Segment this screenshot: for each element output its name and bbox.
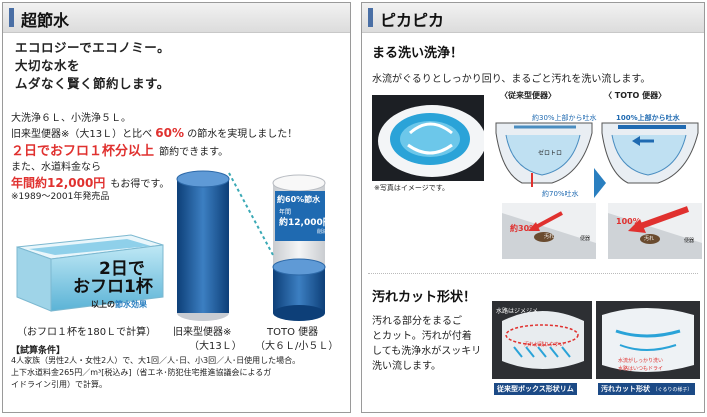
cost-highlight: 年間約12,000円 xyxy=(11,176,106,190)
bath-saving-line: ２日でおフロ１杯分以上 節約できます。 xyxy=(11,140,228,159)
cut-desc-line-1: 汚れる部分をまるご xyxy=(372,316,462,327)
bath-saving-text: 節約できます。 xyxy=(159,147,229,158)
toto-rim-note-1: 水流がしっかり洗い xyxy=(618,358,664,364)
bath-effect-pre: 以上の xyxy=(91,300,115,309)
old-flow-percent: 約30% xyxy=(510,224,538,233)
cut-desc-line-2: とカット。汚れが付着 xyxy=(372,331,472,342)
old-toilet-label: 旧来型便器※ xyxy=(173,327,232,338)
old-rim-photo xyxy=(492,301,592,379)
toto-top-flow: 100%上部から吐水 xyxy=(616,114,680,122)
toto-rim-caption-main: 汚れカット形状 xyxy=(601,385,650,393)
cylinder-comparison-graphic xyxy=(171,163,350,323)
cleanliness-panel: ピカピカ まる洗い洗浄！ 水流がぐるりとしっかり回り、まるごと汚れを洗い流します… xyxy=(361,2,705,413)
panel-title: ピカピカ xyxy=(380,11,445,30)
bath-headline-2: おフロ1杯 xyxy=(73,277,153,297)
conditions-line-2: 上下水道料金265円／m³[税込み]（省エネ･防犯住宅推進協議会によるガ xyxy=(11,368,272,377)
panel-title: 超節水 xyxy=(21,11,70,30)
toto-flow-percent: 100% xyxy=(616,217,641,226)
old-rim-note-1: 水路はジメジメ xyxy=(496,308,539,315)
cost-line: 年間約12,000円 もお得です。 xyxy=(11,172,169,191)
comparison-text: 旧来型便器※（大13Ｌ）と比べ xyxy=(11,129,153,140)
toto-toilet-label: TOTO 便器 xyxy=(267,327,319,338)
lead-line-1: エコロジーでエコノミー。 xyxy=(15,40,171,55)
section-divider xyxy=(368,273,698,274)
old-toilet-heading: 〈従来型便器〉 xyxy=(500,91,556,100)
cut-desc-line-3: しても洗浄水がスッキリ xyxy=(372,346,482,357)
old-dirt-label: 汚れ xyxy=(544,234,555,240)
bowl-photo xyxy=(372,95,484,181)
header-marker xyxy=(9,8,14,27)
cut-desc-line-4: 洗い流します。 xyxy=(372,361,441,372)
toto-dirt-label: 汚れ xyxy=(644,236,655,242)
old-top-flow: 約30%上部から吐水 xyxy=(532,114,597,122)
conditions-line-3: イドライン引用）で計算。 xyxy=(11,380,107,389)
section-desc-wash: 水流がぐるりとしっかり回り、まるごと汚れを洗い流します。 xyxy=(372,74,651,85)
spec-line: 大洗浄６Ｌ、小洗浄５Ｌ。 xyxy=(11,113,131,124)
water-saving-panel: 超節水 エコロジーでエコノミー。 大切な水を ムダなく賢く節約します。 大洗浄６… xyxy=(2,2,351,413)
badge-label: 年間 xyxy=(279,209,292,216)
toto-flow-strip xyxy=(608,203,702,259)
conditions-title: 【試算条件】 xyxy=(11,346,66,356)
conditions-line-1: 4人家族（男性2人・女性2人）で、大1回／人･日、小3回／人･日使用した場合。 xyxy=(11,356,301,365)
old-flow-strip xyxy=(502,203,596,259)
old-toilet-volume: （大13Ｌ） xyxy=(189,341,242,352)
saving-percent: 60% xyxy=(155,126,185,140)
section-title-cut: 汚れカット形状！ xyxy=(372,290,477,305)
toto-rim-caption-sub: （ぐるりの様子） xyxy=(652,387,693,393)
old-rim-caption: 従来型ボックス形状リム xyxy=(494,383,577,395)
toto-bowl-label: 便器 xyxy=(684,238,695,244)
photo-note: ※写真はイメージです。 xyxy=(374,184,450,192)
toto-rim-photo xyxy=(596,301,700,379)
toto-rim-caption: 汚れカット形状 （ぐるりの様子） xyxy=(598,383,696,395)
bath-effect-blue: 節水効果 xyxy=(115,300,147,309)
comparison-line: 旧来型便器※（大13Ｌ）と比べ 60% の節水を実現しました！ xyxy=(11,125,297,140)
comparison-arrow xyxy=(594,168,606,198)
bath-headline-1: 2日で xyxy=(99,259,145,279)
panel-header: 超節水 xyxy=(3,3,350,33)
cost-intro: また、水道料金なら xyxy=(11,162,101,173)
toto-toilet-heading: 〈 TOTO 便器〉 xyxy=(604,91,667,100)
toto-toilet-diagram xyxy=(598,103,702,199)
old-bottom-flow: 約70%吐水 xyxy=(542,190,579,198)
badge-unit: 削減 xyxy=(317,229,328,235)
old-zero-label: ゼロトロ xyxy=(538,150,563,157)
toto-rim-note-2: 水路はいつもドライ xyxy=(618,366,664,372)
old-toilet-diagram xyxy=(492,103,596,199)
comparison-text-end: の節水を実現しました！ xyxy=(187,129,298,140)
footnote: ※1989～2001年発売品 xyxy=(11,192,110,202)
header-marker xyxy=(368,8,373,27)
old-rim-note-2: 汚れが残りやすい xyxy=(524,342,565,348)
badge-percent: 約60%節水 xyxy=(277,195,321,204)
badge-amount: 約12,000円 xyxy=(279,218,332,228)
lead-line-3: ムダなく賢く節約します。 xyxy=(15,76,170,91)
bathtub-illustration xyxy=(11,225,169,317)
panel-header: ピカピカ xyxy=(362,3,704,33)
bath-caption: （おフロ１杯を180Ｌで計算） xyxy=(17,327,157,338)
bath-saving-highlight: ２日でおフロ１杯分以上 xyxy=(11,144,155,159)
old-bowl-label: 便器 xyxy=(580,236,591,242)
bath-effect-line: 以上の節水効果 xyxy=(91,299,147,310)
section-title-wash: まる洗い洗浄！ xyxy=(372,46,464,61)
toto-toilet-volume: （大６Ｌ/小５Ｌ） xyxy=(255,341,339,352)
cost-text: もお得です。 xyxy=(110,179,170,190)
lead-line-2: 大切な水を xyxy=(15,58,81,73)
